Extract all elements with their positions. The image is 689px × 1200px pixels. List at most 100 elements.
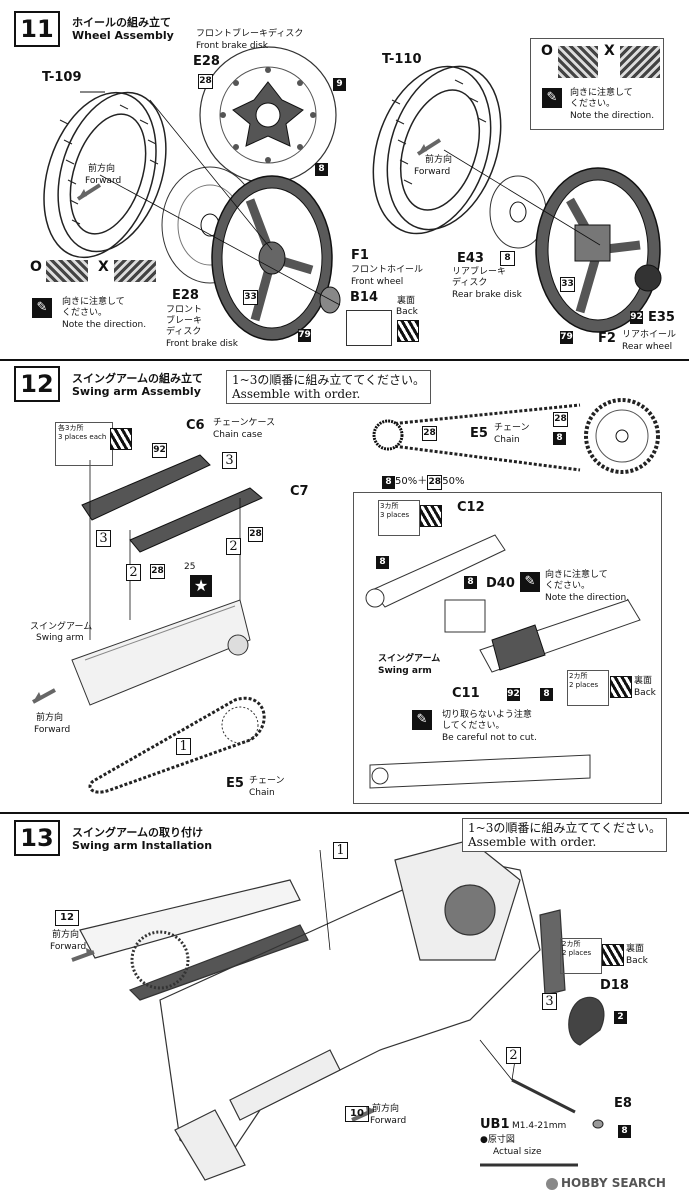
ratio-code-28: 28 xyxy=(427,475,443,490)
e28b-jp3: ディスク xyxy=(166,327,202,337)
part-c12: C12 xyxy=(457,500,485,515)
back13-jp: 裏面 xyxy=(626,944,645,954)
forward-label-jp: 前方向 xyxy=(88,164,116,174)
code-8: 8 xyxy=(315,163,328,176)
direction-note-panel xyxy=(530,38,664,130)
order-note-12: 1~3の順番に組み立ててください。 Assemble with order. xyxy=(226,370,431,404)
code-28-12: 28 xyxy=(248,527,263,542)
part-c11: C11 xyxy=(452,686,480,701)
ratio-a: 50%＋ xyxy=(395,476,428,487)
part-c6: C6 xyxy=(186,418,205,433)
back-side-icon xyxy=(397,320,419,342)
places3-en: 3 places each xyxy=(58,433,107,441)
ok-mark-2: O xyxy=(541,43,553,59)
forward13b-en: Forward xyxy=(370,1116,407,1126)
e5-right-jp: チェーン xyxy=(494,423,530,433)
e5-left-jp: チェーン xyxy=(249,776,285,786)
c6-en: Chain case xyxy=(213,430,263,440)
forward12-jp: 前方向 xyxy=(36,713,64,723)
front-brake-disk-illustration xyxy=(199,46,337,184)
order-note13-en: Assemble with order. xyxy=(468,835,597,849)
part-e8: E8 xyxy=(614,1096,632,1111)
star-icon: ★ xyxy=(190,575,212,597)
rear-wheel-illustration xyxy=(535,167,662,333)
ok-mark: O xyxy=(30,259,42,275)
warning-icon-cut: ✎ xyxy=(412,710,432,730)
tread-ng-icon xyxy=(114,260,156,282)
back-side-icon-12 xyxy=(110,428,132,450)
order-note-en: Assemble with order. xyxy=(232,387,361,401)
b14-detail-box xyxy=(346,310,392,346)
order-1: 1 xyxy=(176,738,191,755)
note2-jp1: 向きに注意して xyxy=(570,88,633,98)
tread-ok-icon xyxy=(46,260,88,282)
code-8-c11: 8 xyxy=(540,688,553,701)
frame-illustration xyxy=(79,839,605,1181)
order-2-b: 2 xyxy=(126,564,141,581)
ng-mark: X xyxy=(98,259,109,275)
note12-en: Note the direction. xyxy=(545,593,630,603)
code-79-rear: 79 xyxy=(560,331,573,344)
note2-jp2: ください。 xyxy=(570,99,616,109)
front-disk-label-jp: フロントブレーキディスク xyxy=(196,29,304,39)
e28b-jp2: ブレーキ xyxy=(166,316,203,326)
back-side-icon-12b xyxy=(420,505,442,527)
code-25: 25 xyxy=(184,562,196,572)
swing2-en: Swing arm xyxy=(378,666,432,676)
part-f2: F2 xyxy=(598,331,616,346)
part-b14: B14 xyxy=(350,290,378,305)
step13-title-jp: スイングアームの取り付け xyxy=(72,826,204,839)
order-2-a: 2 xyxy=(226,538,241,555)
order13-3: 3 xyxy=(542,993,557,1010)
tire-code-t109: T-109 xyxy=(42,70,82,85)
code-8-chain: 8 xyxy=(553,432,566,445)
part-e5-left: E5 xyxy=(226,776,244,791)
order13-1: 1 xyxy=(333,842,348,859)
e5-right-en: Chain xyxy=(494,435,520,445)
places-3-box xyxy=(378,500,420,536)
tread-ng-icon-2 xyxy=(620,46,660,78)
code-33-rear: 33 xyxy=(560,277,575,292)
step12-title-en: Swing arm Assembly xyxy=(72,385,201,398)
places-2-box xyxy=(567,670,609,706)
e28b-jp1: フロント xyxy=(166,305,203,315)
note2-en: Note the direction. xyxy=(570,111,655,121)
step13-title-en: Swing arm Installation xyxy=(72,839,213,852)
forward13b-jp: 前方向 xyxy=(372,1104,400,1114)
tread-ok-icon-2 xyxy=(558,46,598,78)
code-2-d18: 2 xyxy=(614,1011,627,1024)
code-28-chain-b: 28 xyxy=(553,412,568,427)
cut-en: Be careful not to cut. xyxy=(442,733,537,743)
part-e28: E28 xyxy=(193,54,220,69)
step-number-12: 12 xyxy=(14,366,60,402)
f2-en: Rear wheel xyxy=(622,342,673,352)
part-e5-right: E5 xyxy=(470,426,488,441)
swing-arm-detail-illustration xyxy=(365,534,641,789)
swing2-jp: スイングアーム xyxy=(378,654,441,664)
front-tire-illustration xyxy=(43,91,167,259)
order13-2: 2 xyxy=(506,1047,521,1064)
forward2-en: Forward xyxy=(414,167,451,177)
p2-en: 2 places xyxy=(569,681,599,689)
code-8-c12: 8 xyxy=(376,556,389,569)
ref-step-10: 10 xyxy=(345,1106,369,1122)
front-wheel-illustration xyxy=(211,175,341,341)
note-jp2: ください。 xyxy=(62,308,108,318)
forward13a-jp: 前方向 xyxy=(52,930,80,940)
cut-jp2: してください。 xyxy=(442,721,505,731)
p3-en: 3 places xyxy=(380,511,410,519)
p13-jp: 2カ所 xyxy=(562,940,581,948)
code-8-d40: 8 xyxy=(464,576,477,589)
order-3-b: 3 xyxy=(96,530,111,547)
warning-icon-2: ✎ xyxy=(542,88,562,108)
code-92-12: 92 xyxy=(152,443,167,458)
code-79: 79 xyxy=(298,329,311,342)
cut-jp1: 切り取らないよう注意 xyxy=(442,710,532,720)
rear-tire-illustration xyxy=(372,65,502,235)
places-2-box-13 xyxy=(560,938,602,974)
e28b-en: Front brake disk xyxy=(166,339,238,349)
order-note13-jp: 1~3の順番に組み立ててください。 xyxy=(468,821,661,835)
ratio-b: 50% xyxy=(442,476,465,487)
order-note-13: 1~3の順番に組み立ててください。 Assemble with order. xyxy=(462,818,667,852)
forward13a-en: Forward xyxy=(50,942,87,952)
